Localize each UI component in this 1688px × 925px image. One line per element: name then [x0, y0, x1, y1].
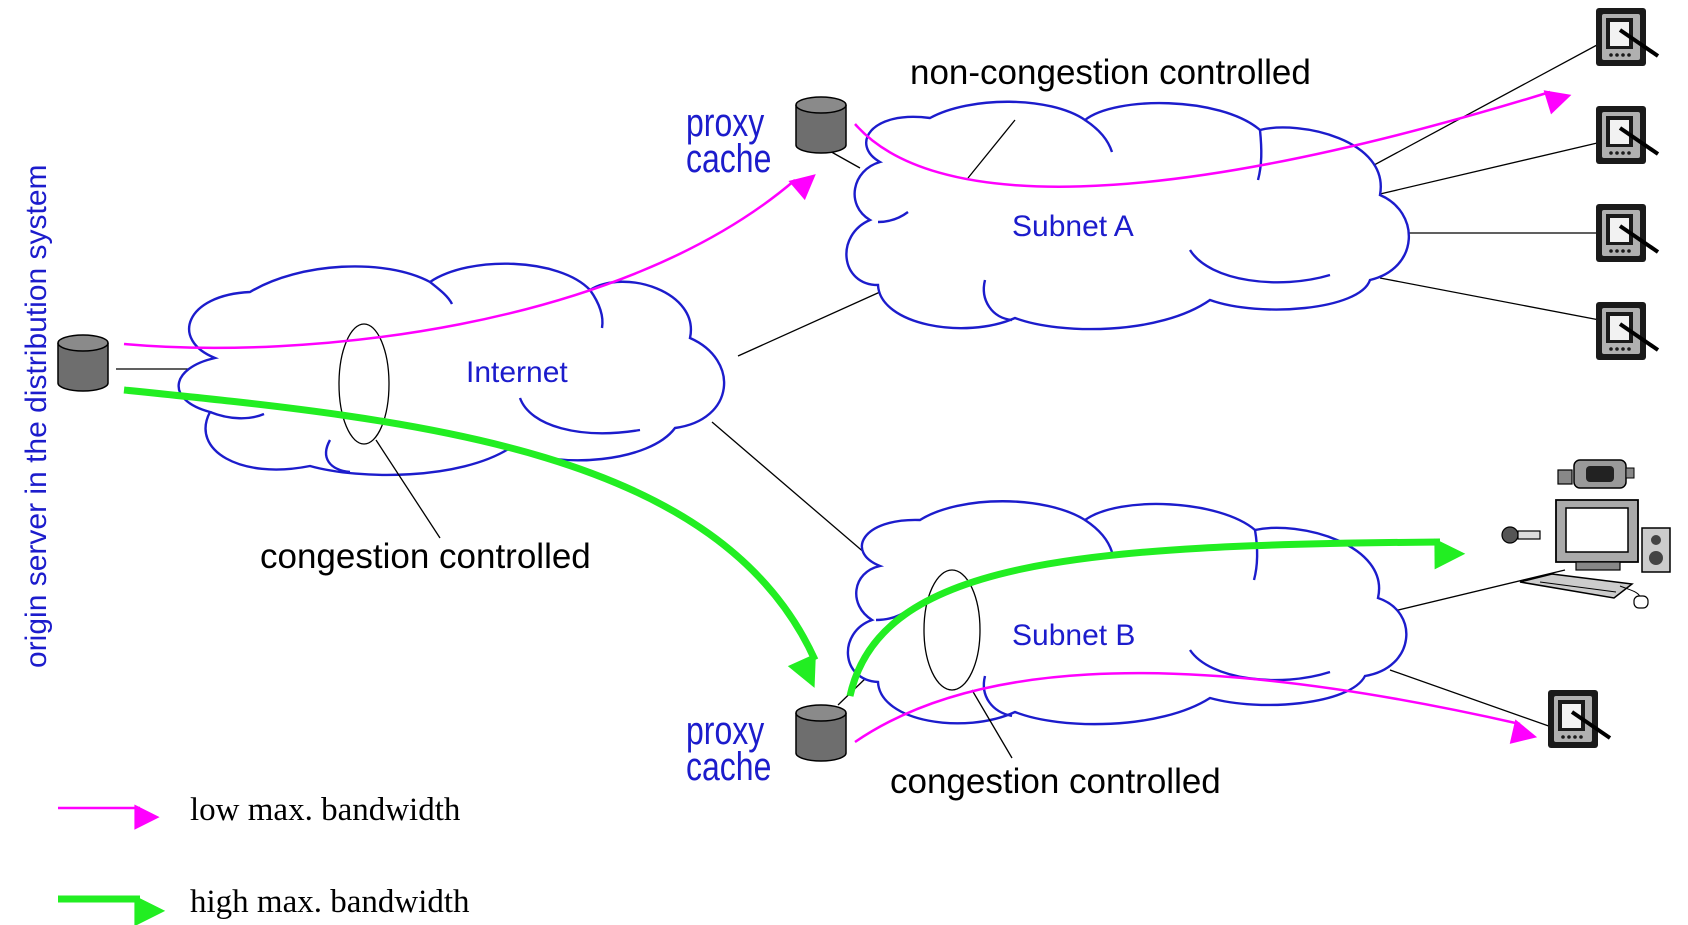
internet-cloud — [177, 262, 726, 477]
origin-server-label: origin server in the distribution system — [20, 164, 53, 668]
internet-label: Internet — [466, 356, 568, 389]
subnet-b-congestion-label: congestion controlled — [890, 762, 1221, 801]
legend-high-label: high max. bandwidth — [190, 884, 470, 920]
non-congestion-label: non-congestion controlled — [910, 53, 1311, 92]
subnet-a-cloud — [845, 100, 1411, 331]
pda-icon-3 — [1594, 202, 1660, 264]
low-bw-flow-to-proxy-a — [123, 174, 816, 350]
high-bw-flow-subnet-b — [846, 538, 1466, 697]
subnet-b-cloud — [846, 500, 1408, 726]
origin-server-icon — [57, 334, 109, 392]
pda-icon-5 — [1546, 688, 1612, 750]
proxy-a-label-line2: cache — [686, 136, 771, 181]
congestion-ellipse-subnet-b — [923, 569, 981, 691]
proxy-b-label-line2: cache — [686, 744, 771, 789]
subnet-a-label: Subnet A — [1012, 210, 1134, 243]
low-bw-flow-subnet-b — [854, 671, 1538, 744]
pointer-internet-congestion — [375, 439, 441, 539]
proxy-b-label-line1: proxy — [686, 708, 765, 753]
proxy-cache-a-icon — [795, 96, 847, 154]
legend: low max. bandwidth high max. bandwidth — [58, 792, 470, 925]
proxy-a-label-line1: proxy — [686, 100, 765, 145]
high-bw-flow-to-proxy-b — [123, 386, 819, 688]
pointer-non-congestion — [967, 119, 1016, 179]
subnet-b-label: Subnet B — [1012, 619, 1135, 652]
workstation-icon — [1501, 459, 1671, 609]
flows — [123, 90, 1572, 744]
internet-congestion-label: congestion controlled — [260, 537, 591, 576]
congestion-ellipse-internet — [338, 323, 390, 445]
low-bw-flow-subnet-a — [854, 90, 1572, 188]
pointer-subnet-b-congestion — [971, 689, 1013, 759]
legend-low-label: low max. bandwidth — [190, 792, 461, 828]
pda-icon-4 — [1594, 300, 1660, 362]
proxy-cache-b-icon — [795, 704, 847, 762]
pda-icon-1 — [1594, 6, 1660, 68]
pda-icon-2 — [1594, 104, 1660, 166]
